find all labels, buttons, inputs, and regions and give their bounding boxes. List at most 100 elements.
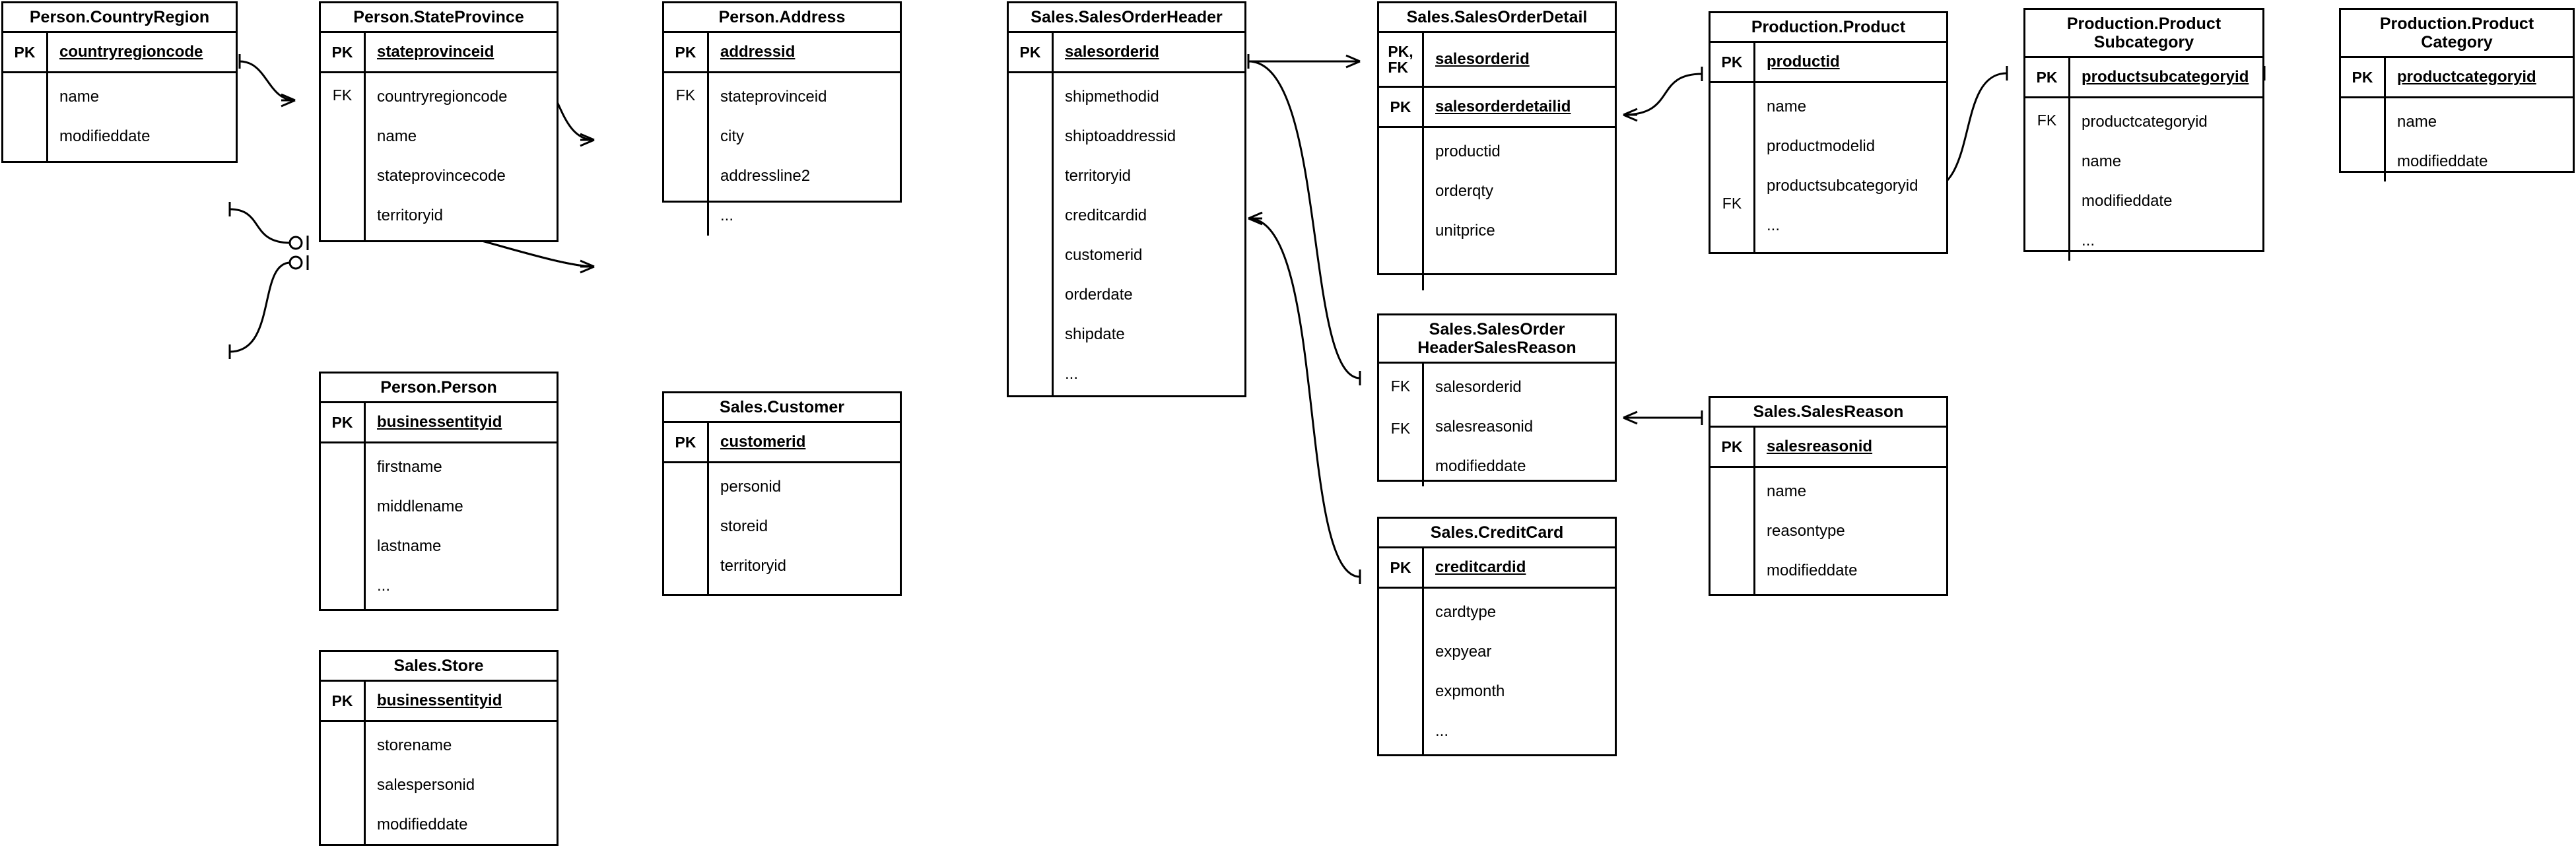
entity-attribute-section: firstname middlename lastname ... [321, 441, 557, 609]
entity-row[interactable]: stateprovincecode [366, 156, 557, 196]
attribute-name: salesorderid [1065, 43, 1159, 61]
entity-row[interactable]: PK businessentityid [321, 403, 557, 441]
entity-row[interactable]: name [48, 77, 236, 117]
entity-row[interactable]: PK salesorderdetailid [1379, 88, 1615, 126]
entity-row[interactable]: name [2386, 102, 2573, 142]
entity-row[interactable]: orderdate [1054, 275, 1244, 315]
entity-row[interactable]: name [1755, 472, 1946, 511]
entity-row[interactable]: customerid [1054, 236, 1244, 275]
entity-row[interactable]: PK productsubcategoryid [2025, 58, 2262, 96]
entity-person-countryregion[interactable]: Person.CountryRegion PK countryregioncod… [1, 1, 238, 163]
key-badge: PK [664, 33, 709, 71]
entity-row[interactable]: modifieddate [1424, 447, 1615, 486]
entity-row[interactable]: lastname [366, 527, 557, 566]
entity-row[interactable]: name [1755, 87, 1946, 127]
entity-row[interactable]: PK creditcardid [1379, 548, 1615, 587]
entity-row[interactable]: salespersonid [366, 765, 557, 805]
entity-row[interactable]: modifieddate [366, 805, 557, 845]
attribute-rows: stateprovinceid city addressline2 ... [709, 73, 900, 236]
entity-row[interactable]: city [709, 117, 900, 156]
attribute-name: name [1767, 482, 1807, 500]
entity-person-stateprovince[interactable]: Person.StateProvince PK stateprovinceid … [319, 1, 559, 242]
entity-key-section: PK productid [1711, 43, 1946, 81]
entity-row[interactable]: modifieddate [2386, 142, 2573, 181]
key-badge: PK [1379, 548, 1424, 587]
entity-row[interactable]: stateprovinceid [709, 77, 900, 117]
entity-row[interactable]: PK customerid [664, 423, 900, 461]
entity-row[interactable]: PK salesorderid [1009, 33, 1244, 71]
entity-row[interactable]: modifieddate [48, 117, 236, 156]
attribute-key-column [1379, 128, 1424, 290]
entity-sales-salesreason[interactable]: Sales.SalesReason PK salesreasonid name … [1709, 396, 1948, 596]
entity-row[interactable]: ... [1755, 206, 1946, 245]
entity-row[interactable]: salesorderid [1424, 368, 1615, 407]
entity-row[interactable]: PK productcategoryid [2341, 58, 2573, 96]
entity-row[interactable]: territoryid [709, 546, 900, 586]
entity-row[interactable]: personid [709, 467, 900, 507]
entity-row[interactable]: ... [1424, 251, 1615, 290]
entity-row[interactable]: storeid [709, 507, 900, 546]
entity-row[interactable]: productsubcategoryid [1755, 166, 1946, 206]
entity-row[interactable]: shiptoaddressid [1054, 117, 1244, 156]
entity-key-section: PK salesorderdetailid [1379, 86, 1615, 126]
entity-row[interactable]: name [2070, 142, 2262, 181]
entity-row[interactable]: productmodelid [1755, 127, 1946, 166]
entity-row[interactable]: PK countryregioncode [3, 33, 236, 71]
entity-row[interactable]: expmonth [1424, 672, 1615, 711]
entity-row[interactable]: shipmethodid [1054, 77, 1244, 117]
entity-title: Sales.Customer [664, 393, 900, 423]
entity-row[interactable]: salesreasonid [1424, 407, 1615, 447]
entity-row[interactable]: addressline2 [709, 156, 900, 196]
entity-row[interactable]: PK businessentityid [321, 682, 557, 720]
entity-title: Sales.SalesOrderDetail [1379, 3, 1615, 33]
entity-sales-customer[interactable]: Sales.Customer PK customerid personid st… [662, 391, 902, 596]
entity-key-section: PK stateprovinceid [321, 33, 557, 71]
attribute-name: unitprice [1435, 222, 1495, 240]
entity-production-productcategory[interactable]: Production.Product Category PK productca… [2339, 8, 2575, 181]
attribute-name: countryregioncode [59, 43, 203, 61]
attribute-name: modifieddate [59, 127, 151, 145]
entity-row[interactable]: unitprice [1424, 211, 1615, 251]
entity-row[interactable]: expyear [1424, 632, 1615, 672]
entity-person-person[interactable]: Person.Person PK businessentityid firstn… [319, 372, 559, 611]
entity-title: Sales.CreditCard [1379, 519, 1615, 548]
attribute-name: salesorderid [1435, 378, 1522, 396]
entity-sales-creditcard[interactable]: Sales.CreditCard PK creditcardid cardtyp… [1377, 517, 1617, 756]
entity-sales-salesorderheader[interactable]: Sales.SalesOrderHeader PK salesorderid s… [1007, 1, 1246, 397]
entity-production-productsubcategory[interactable]: Production.Product Subcategory PK produc… [2023, 8, 2264, 261]
entity-row[interactable]: storename [366, 726, 557, 765]
entity-row[interactable]: reasontype [1755, 511, 1946, 551]
entity-row[interactable]: ... [1424, 711, 1615, 751]
entity-row[interactable]: PK addressid [664, 33, 900, 71]
entity-production-product[interactable]: Production.Product PK productid FK name … [1709, 11, 1948, 254]
entity-row[interactable]: PK stateprovinceid [321, 33, 557, 71]
entity-row[interactable]: ... [709, 196, 900, 236]
entity-row[interactable]: name [366, 117, 557, 156]
entity-person-address[interactable]: Person.Address PK addressid FK stateprov… [662, 1, 902, 236]
entity-row[interactable]: cardtype [1424, 593, 1615, 632]
entity-row[interactable]: territoryid [1054, 156, 1244, 196]
entity-row[interactable]: modifieddate [2070, 181, 2262, 221]
entity-row[interactable]: orderqty [1424, 172, 1615, 211]
entity-row[interactable]: PK productid [1711, 43, 1946, 81]
entity-title: Person.StateProvince [321, 3, 557, 33]
entity-row[interactable]: PK salesreasonid [1711, 428, 1946, 466]
entity-row[interactable]: ... [366, 566, 557, 606]
entity-row[interactable]: creditcardid [1054, 196, 1244, 236]
entity-row[interactable]: productid [1424, 132, 1615, 172]
entity-row[interactable]: PK, FK salesorderid [1379, 33, 1615, 86]
entity-row[interactable]: modifieddate [1755, 551, 1946, 591]
entity-row[interactable]: ... [2070, 221, 2262, 261]
entity-row[interactable]: middlename [366, 487, 557, 527]
entity-key-section: PK businessentityid [321, 403, 557, 441]
entity-sales-salesorderheadersalesreason[interactable]: Sales.SalesOrder HeaderSalesReason FK FK… [1377, 313, 1617, 486]
entity-row[interactable]: shipdate [1054, 315, 1244, 354]
entity-row[interactable]: firstname [366, 447, 557, 487]
attribute-rows: name modifieddate [48, 73, 236, 156]
entity-row[interactable]: ... [1054, 354, 1244, 394]
entity-row[interactable]: countryregioncode [366, 77, 557, 117]
entity-row[interactable]: territoryid [366, 196, 557, 236]
entity-row[interactable]: productcategoryid [2070, 102, 2262, 142]
entity-sales-salesorderdetail[interactable]: Sales.SalesOrderDetail PK, FK salesorder… [1377, 1, 1617, 290]
entity-sales-store[interactable]: Sales.Store PK businessentityid storenam… [319, 650, 559, 846]
